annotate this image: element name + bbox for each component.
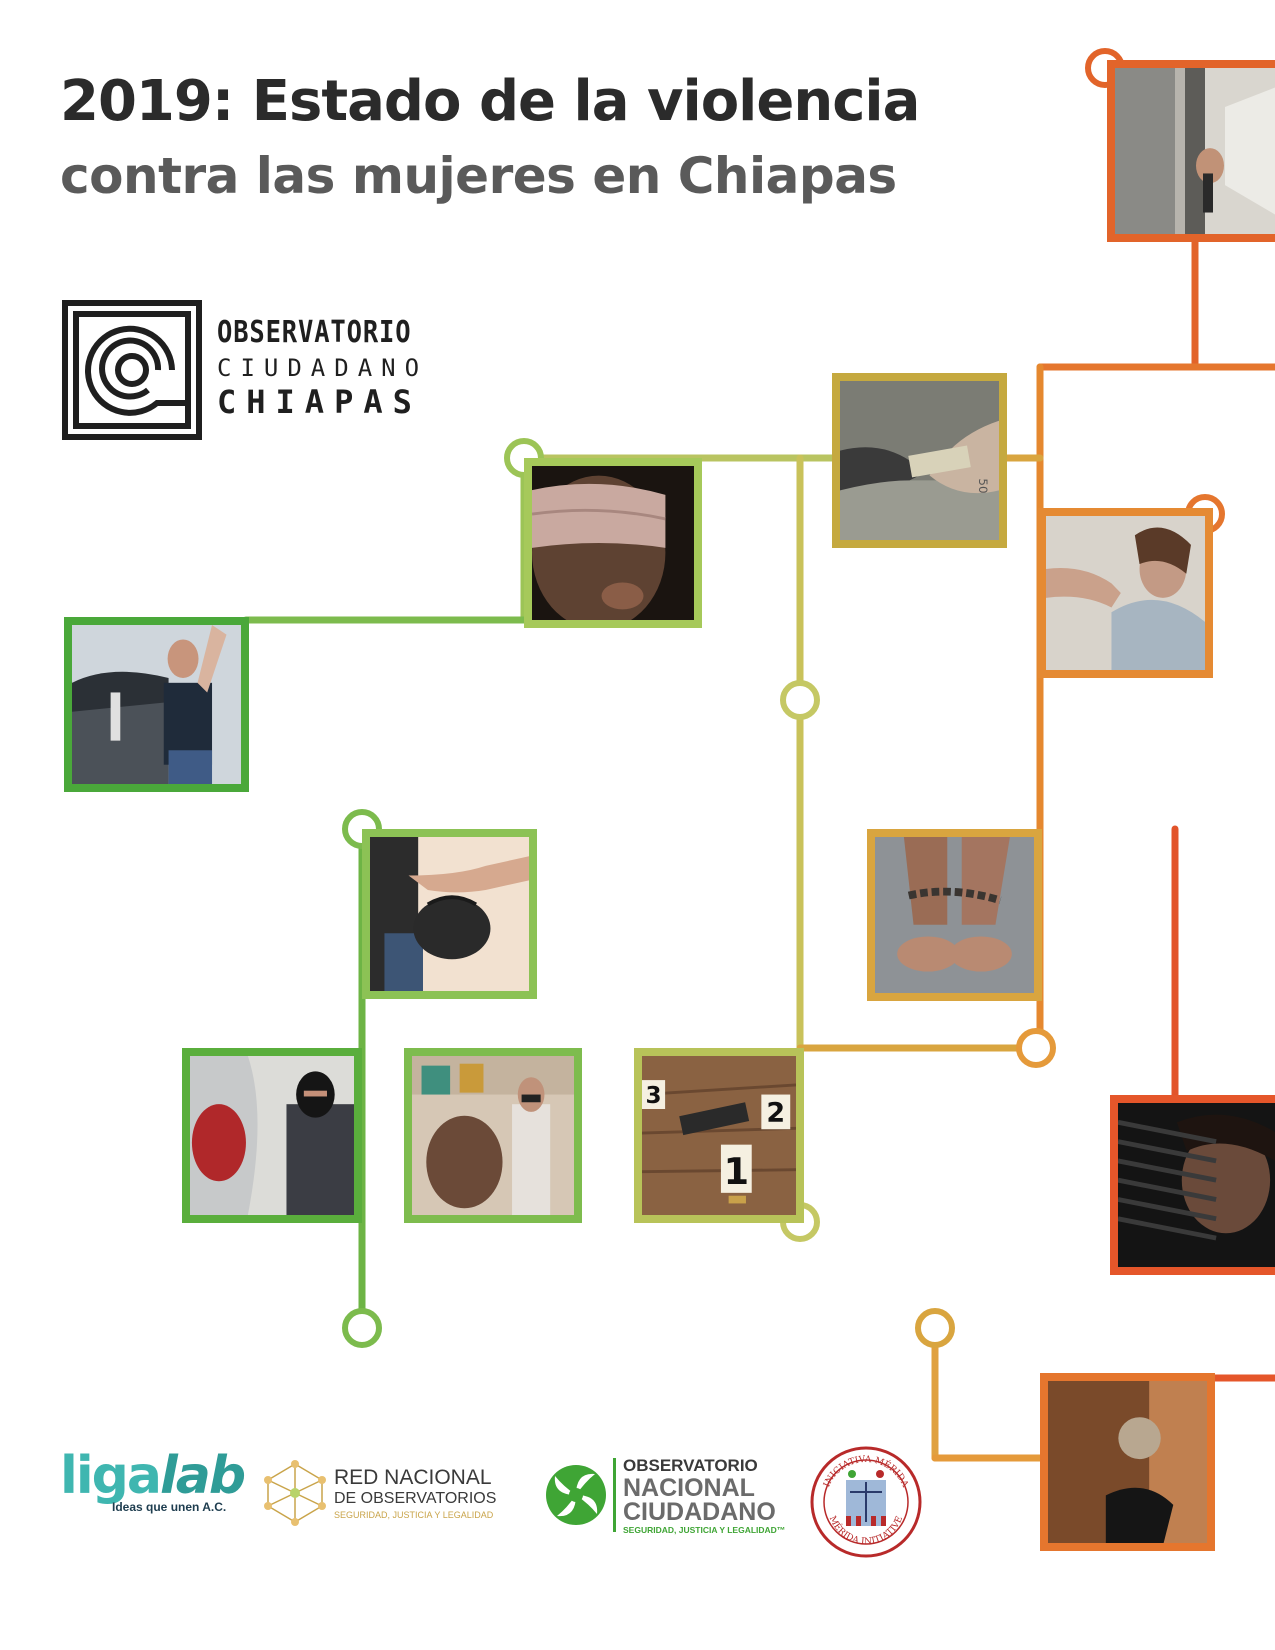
rno-line3: SEGURIDAD, JUSTICIA Y LEGALIDAD <box>334 1510 494 1520</box>
onc-line2: NACIONAL <box>623 1474 755 1502</box>
store-robbery-photo <box>404 1048 582 1223</box>
onc-line4: SEGURIDAD, JUSTICIA Y LEGALIDAD™ <box>623 1525 786 1535</box>
onc-line3: CIUDADANO <box>623 1498 776 1526</box>
marker-1: 1 <box>724 1150 749 1193</box>
occ-emblem-icon <box>62 300 202 440</box>
swirl-icon <box>546 1465 606 1525</box>
ligalab-tagline: Ideas que unen A.C. <box>112 1500 227 1514</box>
rno-line1: RED NACIONAL <box>334 1466 492 1489</box>
marker-3: 3 <box>646 1083 662 1109</box>
purse-snatching-photo <box>362 829 537 999</box>
car-theft-photo <box>182 1048 362 1223</box>
onc-divider <box>613 1458 616 1532</box>
occ-line1: OBSERVATORIO <box>217 315 412 350</box>
rno-line2: DE OBSERVATORIOS <box>334 1490 497 1507</box>
woman-behind-blinds-photo <box>1110 1095 1275 1275</box>
ligalab-word-b: lab <box>159 1446 246 1506</box>
ligalab-logo: ligalab Ideas que unen A.C. <box>60 1450 246 1530</box>
car-knife-photo <box>64 617 249 792</box>
money-exchange-photo: 50 <box>832 373 1007 548</box>
observatorio-ciudadano-chiapas-logo: OBSERVATORIO CIUDADANO CHIAPAS <box>62 300 419 440</box>
ligalab-word-a: liga <box>60 1446 162 1506</box>
red-nacional-observatorios-logo: RED NACIONAL DE OBSERVATORIOS SEGURIDAD,… <box>262 1460 502 1540</box>
banknote-label: 50 <box>976 478 990 493</box>
onc-line1: OBSERVATORIO <box>623 1456 758 1475</box>
page-subtitle: contra las mujeres en Chiapas <box>60 147 897 205</box>
door-knob-photo <box>1040 1373 1215 1551</box>
gun-hallway-photo <box>1107 60 1275 242</box>
observatorio-nacional-ciudadano-logo: OBSERVATORIO NACIONAL CIUDADANO SEGURIDA… <box>545 1454 785 1544</box>
chained-feet-photo <box>867 829 1042 1001</box>
network-nodes-icon <box>264 1460 326 1526</box>
woman-reaching-hand-photo <box>1038 508 1213 678</box>
blindfold-photo <box>524 458 702 628</box>
occ-line3: CHIAPAS <box>217 383 422 421</box>
occ-line2: CIUDADANO <box>217 354 429 382</box>
page-title: 2019: Estado de la violencia <box>60 69 920 134</box>
crime-scene-markers-photo: 3 2 1 <box>634 1048 804 1223</box>
sponsor-logos: ligalab Ideas que unen A.C. RED NACIONAL… <box>0 1440 1275 1570</box>
marker-2: 2 <box>766 1098 785 1129</box>
iniciativa-merida-seal-icon: INICIATIVA MÉRIDA MÉRIDA INITIATIVE <box>810 1446 922 1558</box>
